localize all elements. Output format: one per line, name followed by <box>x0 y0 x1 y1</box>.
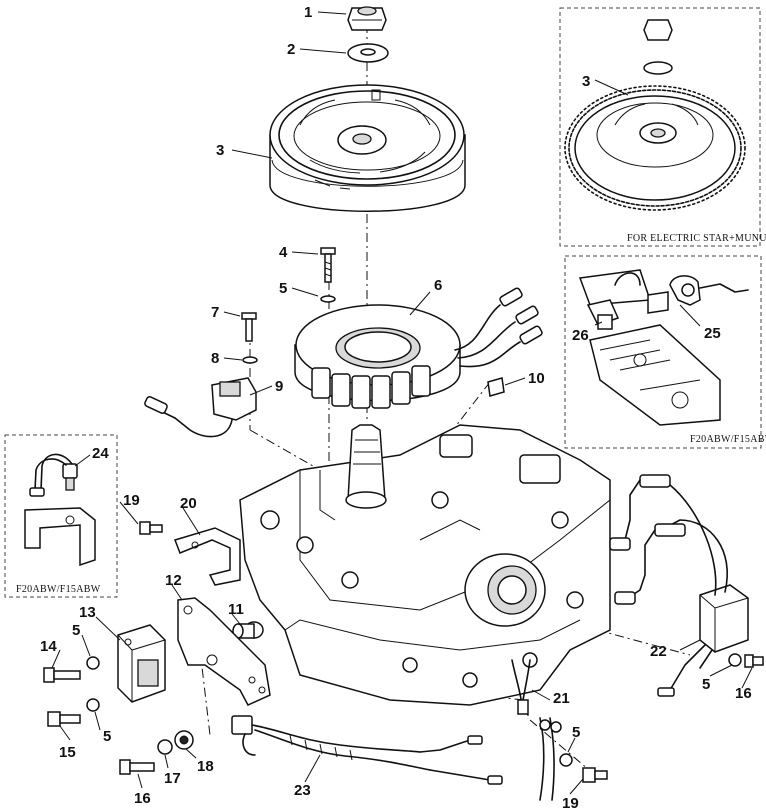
callout-11: 11 <box>228 601 244 618</box>
callout-5-right: 5 <box>702 676 710 693</box>
callout-14: 14 <box>40 638 57 655</box>
inset-box-electric-start <box>559 7 761 247</box>
callout-26: 26 <box>572 327 589 344</box>
callout-25: 25 <box>704 325 721 342</box>
callout-19-lower: 19 <box>562 795 579 812</box>
switch-assembly <box>578 269 749 426</box>
callout-3: 3 <box>216 142 224 159</box>
callout-5-left-b: 5 <box>103 728 111 745</box>
callout-16-left: 16 <box>134 790 151 807</box>
bolt-14 <box>43 667 81 683</box>
callout-5-lower: 5 <box>572 724 580 741</box>
callout-16-right: 16 <box>735 685 752 702</box>
callout-22: 22 <box>650 643 667 660</box>
wire-harness <box>231 715 503 785</box>
bolt-16-left <box>119 759 155 775</box>
callout-18: 18 <box>197 758 214 775</box>
pulser-coil <box>144 377 257 438</box>
stator-coil <box>294 287 543 409</box>
callout-23: 23 <box>294 782 311 799</box>
callout-24: 24 <box>92 445 109 462</box>
callout-9: 9 <box>275 378 283 395</box>
caption-sensor-box: F20ABW/F15ABW <box>16 584 101 595</box>
callout-19: 19 <box>123 492 140 509</box>
callout-7: 7 <box>211 304 219 321</box>
washer-17 <box>157 739 173 755</box>
callout-6: 6 <box>434 277 442 294</box>
ignition-coil <box>609 474 749 697</box>
callout-8: 8 <box>211 350 219 367</box>
washer <box>559 753 573 767</box>
washer <box>242 356 258 364</box>
caption-switch-box: F20ABW/F15ABW <box>690 434 766 445</box>
callout-15: 15 <box>59 744 76 761</box>
inset-box-sensor <box>4 434 118 598</box>
leader-lines <box>51 11 753 795</box>
flywheel <box>269 84 466 212</box>
ecu-bracket <box>177 597 271 706</box>
washer <box>86 698 100 712</box>
inset-box-switch <box>564 255 762 449</box>
callout-21: 21 <box>553 690 570 707</box>
engine-block <box>239 424 611 706</box>
bolt-19-lower <box>582 767 608 783</box>
bolt-16-right <box>744 654 764 668</box>
flywheel-nut <box>347 6 387 31</box>
woodruff-key <box>487 377 505 397</box>
caption-flywheel-box: FOR ELECTRIC STAR+MUNUAL STAR <box>627 233 766 244</box>
callout-3-inset: 3 <box>582 73 590 90</box>
flywheel-washer <box>347 43 389 63</box>
stator-bolt <box>320 247 336 283</box>
flywheel-ring-gear <box>564 19 746 211</box>
ground-lead <box>511 659 531 716</box>
washer <box>320 295 336 303</box>
cdi-unit <box>117 624 166 703</box>
callout-1: 1 <box>304 4 312 21</box>
callout-20: 20 <box>180 495 197 512</box>
ground-terminals <box>539 717 562 801</box>
thermo-sensor <box>24 453 96 567</box>
callout-4: 4 <box>279 244 288 261</box>
bolt-19 <box>139 521 163 535</box>
washer <box>86 656 100 670</box>
washer <box>728 653 742 667</box>
bushing <box>232 621 264 639</box>
callout-17: 17 <box>164 770 181 787</box>
callout-2: 2 <box>287 41 295 58</box>
grommet-18 <box>174 730 194 750</box>
bracket-20 <box>174 527 241 586</box>
pulser-bolt <box>241 312 257 342</box>
callout-13: 13 <box>79 604 96 621</box>
callout-12: 12 <box>165 572 182 589</box>
bolt-15 <box>47 711 81 727</box>
callout-5: 5 <box>279 280 287 297</box>
callout-5-left-a: 5 <box>72 622 80 639</box>
callout-10: 10 <box>528 370 545 387</box>
callout-labels: 1 2 3 3 4 5 6 7 8 9 10 24 19 20 12 11 13… <box>40 4 752 812</box>
